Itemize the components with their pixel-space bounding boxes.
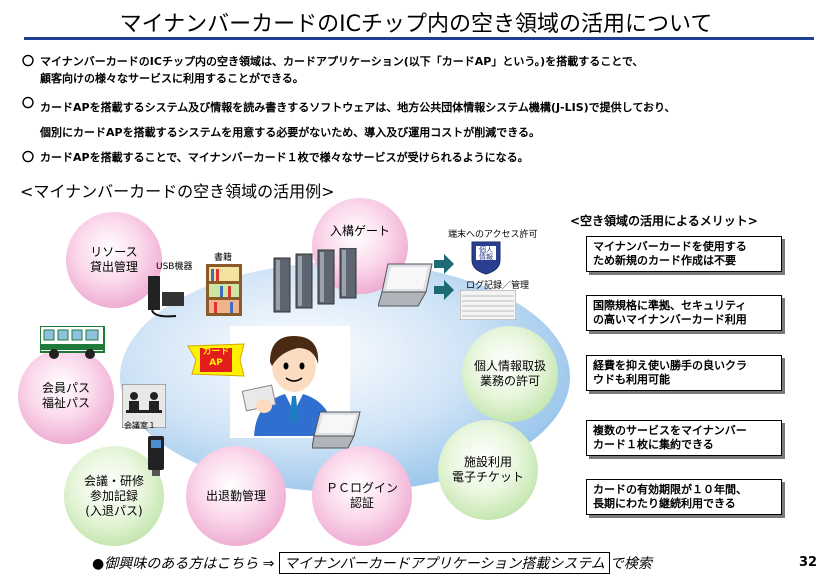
- merit-box: カードの有効期限が１０年間、 長期にわたり継続利用できる: [586, 479, 782, 515]
- arrow-icons: [434, 254, 454, 300]
- card-reader-icon: [148, 436, 164, 476]
- access-label: 端末へのアクセス許可: [448, 230, 538, 240]
- usb-label: USB機器: [156, 262, 193, 272]
- pc-login-laptop-icon: [312, 411, 361, 449]
- page-title: マイナンバーカードのICチップ内の空き領域の活用について: [119, 12, 713, 37]
- merit-box: 国際規格に準拠、セキュリティ の高いマイナンバーカード利用: [586, 295, 782, 331]
- section-subtitle: <マイナンバーカードの空き領域の活用例>: [20, 182, 335, 201]
- meeting-room-sign-icon: [122, 384, 166, 428]
- title-underline: [24, 37, 814, 40]
- merits-title: <空き領域の活用によるメリット>: [570, 214, 758, 228]
- access-shield-icon: [471, 241, 501, 275]
- person-illustration: [241, 336, 334, 436]
- card-ap-label: カード AP: [202, 347, 230, 368]
- bubble-pc-login: ＰＣログイン 認証: [312, 446, 412, 546]
- log-label: ログ記録／管理: [466, 281, 530, 291]
- meeting-room-label: 会議室１: [124, 421, 156, 430]
- bullet-2-line-2: 個別にカードAPを搭載するシステムを用意する必要がないため、導入及び運用コストが…: [40, 126, 541, 139]
- bullet-1-line-2: 顧客向けの様々なサービスに利用することができる。: [40, 72, 304, 85]
- bullet-mark: 〇: [22, 54, 35, 68]
- bullet-1-line-1: マイナンバーカードのICチップ内の空き領域は、カードアプリケーション(以下「カー…: [40, 55, 644, 68]
- bookshelf-icon: [206, 264, 242, 316]
- books-label: 書籍: [214, 253, 233, 263]
- personal-info-label: 個人 情報: [479, 246, 493, 261]
- merit-box: 経費を抑え使い勝手の良いクラ ウドも利用可能: [586, 355, 782, 391]
- bubble-resource: リソース 貸出管理: [66, 212, 162, 308]
- bubble-ticket: 施設利用 電子チケット: [438, 420, 538, 520]
- usb-device-icon: [148, 276, 184, 318]
- bus-icon: [40, 326, 105, 359]
- bullet-mark: 〇: [22, 150, 35, 164]
- footer-prefix: ●御興味のある方はこちら ⇒: [92, 556, 279, 572]
- log-records-icon: [460, 290, 516, 320]
- page-number: 32: [799, 555, 818, 570]
- bullet-mark: 〇: [22, 96, 35, 110]
- bubble-privacy: 個人情報取扱 業務の許可: [462, 326, 558, 422]
- footer-search-hint: ●御興味のある方はこちら ⇒ マイナンバーカードアプリケーション搭載システムで検…: [92, 552, 652, 574]
- laptop-icon: [378, 263, 433, 307]
- merit-box: 複数のサービスをマイナンバー カード１枚に集約できる: [586, 420, 782, 456]
- entrance-gate-icon: [273, 248, 357, 313]
- bullet-3-line-1: カードAPを搭載することで、マイナンバーカード１枚で様々なサービスが受けられるよ…: [40, 151, 529, 164]
- bullet-2-line-1: カードAPを搭載するシステム及び情報を読み書きするソフトウェアは、地方公共団体情…: [40, 101, 676, 114]
- merit-box: マイナンバーカードを使用する ため新規のカード作成は不要: [586, 236, 782, 272]
- search-keyword-box: マイナンバーカードアプリケーション搭載システム: [278, 552, 610, 574]
- bubble-attendance: 出退勤管理: [186, 446, 286, 546]
- bubble-meeting: 会議・研修 参加記録 (入退パス): [64, 446, 164, 546]
- card-ap-burst: [187, 343, 245, 377]
- footer-suffix: で検索: [609, 556, 652, 572]
- bubble-member-pass: 会員パス 福祉パス: [18, 348, 114, 444]
